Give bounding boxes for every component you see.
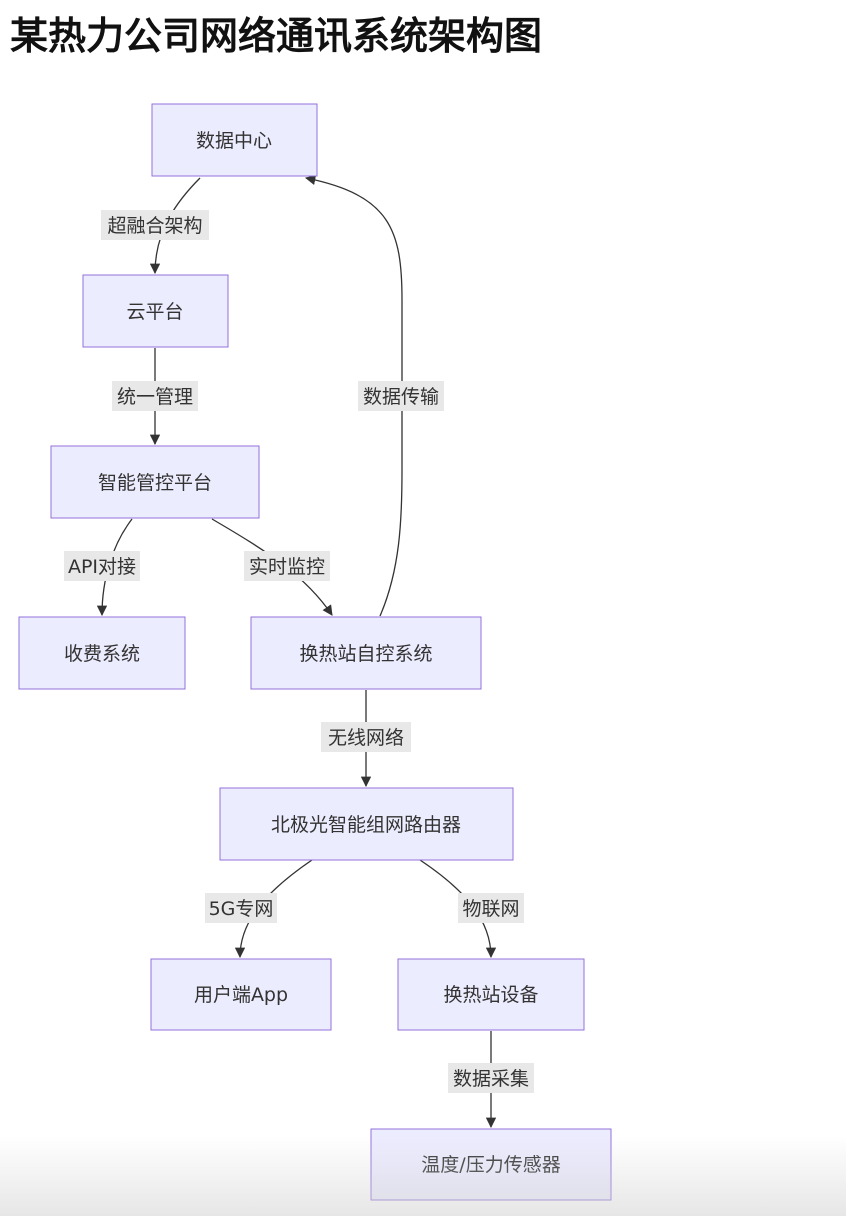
edge-label-text: 5G专网: [209, 898, 274, 920]
edge-label-text: 物联网: [462, 898, 519, 920]
node-billing-system[interactable]: 收费系统: [18, 616, 186, 690]
edge-label-text: 无线网络: [328, 727, 404, 749]
edge-label: 数据传输: [358, 381, 444, 411]
edge-label-text: 数据采集: [453, 1068, 529, 1090]
node-label: 收费系统: [64, 643, 140, 665]
node-cloud-platform[interactable]: 云平台: [82, 274, 229, 348]
edge-label-text: API对接: [68, 556, 136, 578]
edge-label: 统一管理: [112, 381, 198, 411]
node-label: 智能管控平台: [98, 472, 212, 494]
node-router[interactable]: 北极光智能组网路由器: [219, 787, 514, 861]
edge-stationctrl-datacenter: [304, 174, 403, 617]
edge-label: 数据采集: [448, 1063, 534, 1093]
node-sensor[interactable]: 温度/压力传感器: [370, 1128, 612, 1201]
node-user-app[interactable]: 用户端App: [150, 958, 332, 1031]
edge-label: API对接: [64, 551, 140, 581]
edge-label: 无线网络: [321, 722, 411, 752]
edge-label: 实时监控: [244, 551, 330, 581]
edge-label-text: 超融合架构: [107, 215, 202, 237]
node-label: 温度/压力传感器: [421, 1154, 560, 1176]
edge-label: 物联网: [458, 893, 524, 923]
node-label: 数据中心: [196, 130, 272, 152]
page-title: 某热力公司网络通讯系统架构图: [10, 14, 543, 58]
node-datacenter[interactable]: 数据中心: [151, 103, 318, 177]
edge-label-text: 实时监控: [249, 556, 325, 578]
edge-label: 5G专网: [205, 893, 277, 923]
edge-label: 超融合架构: [101, 210, 209, 240]
nodes: 数据中心 云平台 智能管控平台 收费系统 换热站自控系统 北极光智能组网路由器 …: [18, 103, 612, 1201]
node-control-platform[interactable]: 智能管控平台: [50, 445, 260, 519]
node-label: 换热站自控系统: [299, 643, 432, 665]
edge-labels: 超融合架构 统一管理 API对接 实时监控 数据传输 无线网络 5G专网 物联: [64, 210, 534, 1093]
node-label: 用户端App: [194, 984, 288, 1006]
edge-label-text: 统一管理: [117, 386, 193, 408]
node-label: 换热站设备: [443, 984, 538, 1006]
node-label: 北极光智能组网路由器: [271, 814, 461, 836]
edge-label-text: 数据传输: [363, 386, 439, 408]
node-station-equipment[interactable]: 换热站设备: [397, 958, 585, 1031]
node-label: 云平台: [126, 301, 183, 323]
node-station-control[interactable]: 换热站自控系统: [250, 616, 482, 690]
